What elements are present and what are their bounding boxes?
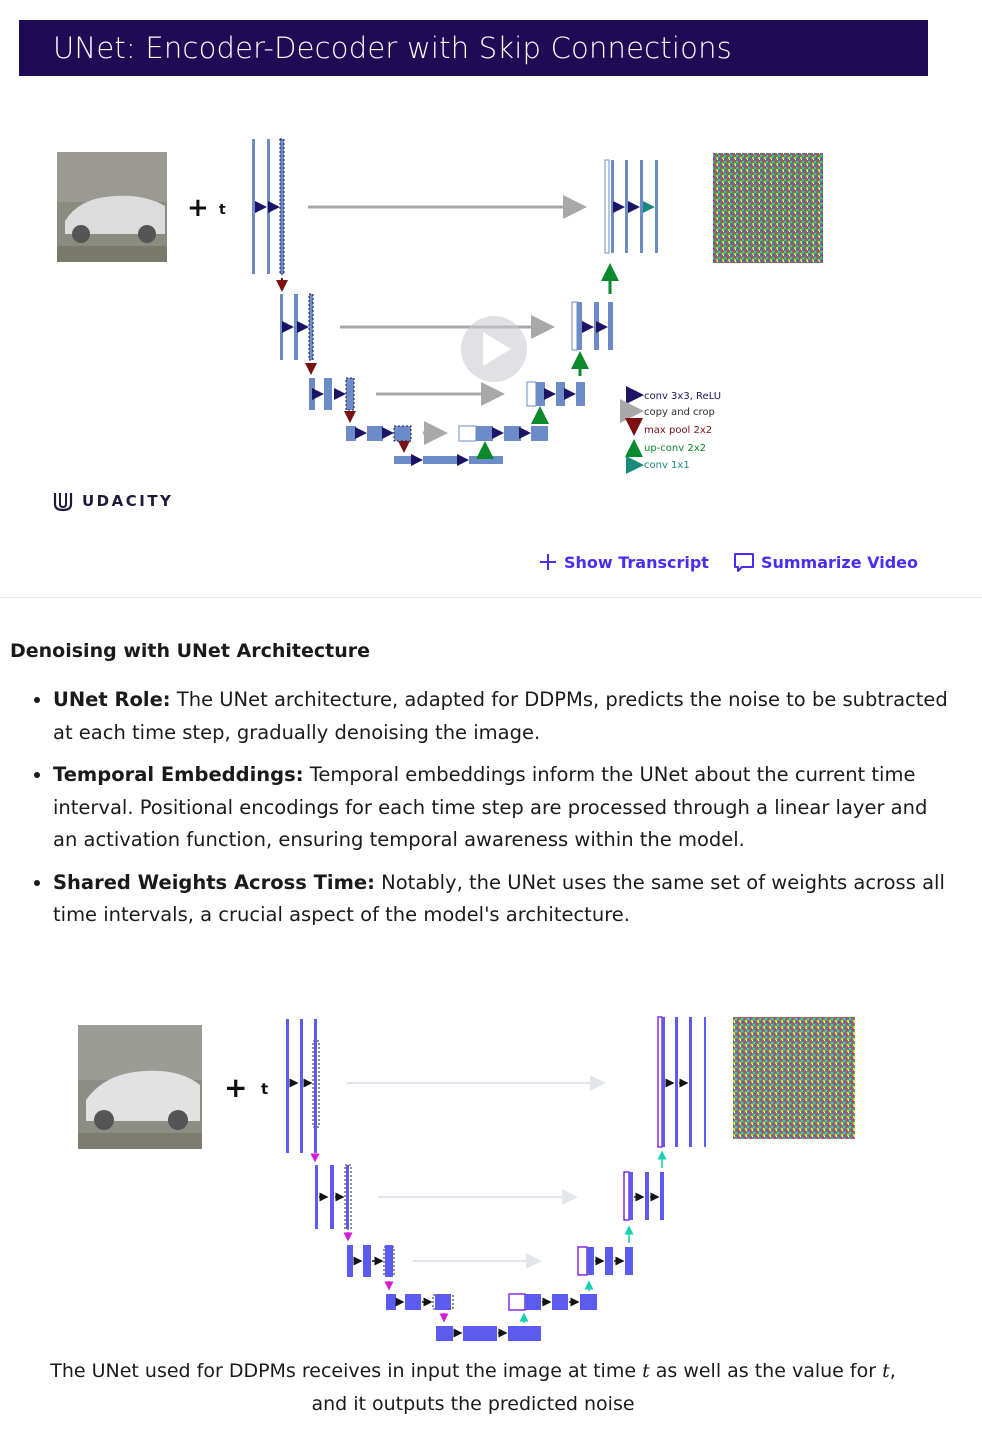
- play-button[interactable]: [461, 316, 527, 382]
- caption-text: as well as the value for: [649, 1360, 883, 1382]
- video-player[interactable]: + t: [19, 76, 928, 536]
- plus-icon: +: [187, 193, 209, 223]
- legend-upconv: up-conv 2x2: [644, 443, 706, 454]
- notes-list: UNet Role: The UNet architecture, adapte…: [10, 684, 950, 932]
- legend-maxpool: max pool 2x2: [644, 425, 712, 436]
- item-text: Notably, the UNet uses the same set of w…: [53, 870, 945, 927]
- show-transcript-label: Show Transcript: [563, 552, 709, 572]
- play-icon: [483, 332, 511, 366]
- caption-line-1: The UNet used for DDPMs receives in inpu…: [0, 1355, 946, 1388]
- video-actions: Show Transcript Summarize Video: [538, 552, 918, 572]
- summarize-video-label: Summarize Video: [760, 552, 918, 572]
- item-term: Shared Weights Across Time:: [53, 870, 375, 894]
- list-item: UNet Role: The UNet architecture, adapte…: [53, 684, 950, 749]
- figure-output-noise: [733, 1017, 855, 1139]
- video-title: UNet: Encoder-Decoder with Skip Connecti…: [53, 31, 732, 65]
- output-noise-image: [713, 153, 823, 263]
- video-card: UNet: Encoder-Decoder with Skip Connecti…: [0, 0, 982, 598]
- t-label: t: [261, 1080, 268, 1098]
- item-text: The UNet architecture, adapted for DDPMs…: [53, 688, 948, 744]
- figure-caption: The UNet used for DDPMs receives in inpu…: [0, 1355, 946, 1421]
- udacity-logo-icon: [53, 493, 73, 512]
- legend-conv: conv 3x3, ReLU: [644, 391, 721, 402]
- unet-diagram-video: + t: [57, 138, 823, 474]
- caption-line-2: and it outputs the predicted noise: [311, 1393, 635, 1415]
- caption-math-t: t: [642, 1360, 650, 1382]
- notes-heading: Denoising with UNet Architecture: [10, 640, 370, 662]
- lesson-notes: Denoising with UNet Architecture UNet Ro…: [10, 640, 950, 942]
- legend-conv1x1: conv 1x1: [644, 460, 690, 471]
- input-image-thumbnail: [57, 152, 167, 262]
- caption-math-t: t: [882, 1360, 890, 1382]
- list-item: Temporal Embeddings: Temporal embeddings…: [53, 759, 950, 857]
- legend-copy: copy and crop: [644, 407, 715, 418]
- t-label: t: [219, 202, 226, 218]
- unet-figure: + t: [0, 1005, 982, 1431]
- plus-icon: [539, 554, 556, 570]
- item-text: Temporal embeddings inform the UNet abou…: [53, 763, 928, 851]
- summarize-video-button[interactable]: Summarize Video: [733, 552, 918, 572]
- caption-text: The UNet used for DDPMs receives in inpu…: [50, 1360, 643, 1382]
- unet-diagram-figure: + t: [78, 1016, 855, 1341]
- udacity-logo: UDACITY: [52, 490, 173, 512]
- show-transcript-button[interactable]: Show Transcript: [538, 552, 709, 572]
- item-term: UNet Role:: [53, 688, 171, 711]
- list-item: Shared Weights Across Time: Notably, the…: [53, 867, 950, 932]
- udacity-logo-text: UDACITY: [82, 492, 174, 510]
- item-term: Temporal Embeddings:: [53, 763, 304, 786]
- chat-bubble-icon: [733, 553, 754, 572]
- figure-input-image: [78, 1025, 202, 1149]
- plus-icon: +: [224, 1071, 247, 1104]
- video-title-bar: UNet: Encoder-Decoder with Skip Connecti…: [19, 20, 928, 76]
- video-legend: conv 3x3, ReLU copy and crop max pool 2x…: [620, 386, 721, 474]
- caption-text: ,: [889, 1360, 896, 1382]
